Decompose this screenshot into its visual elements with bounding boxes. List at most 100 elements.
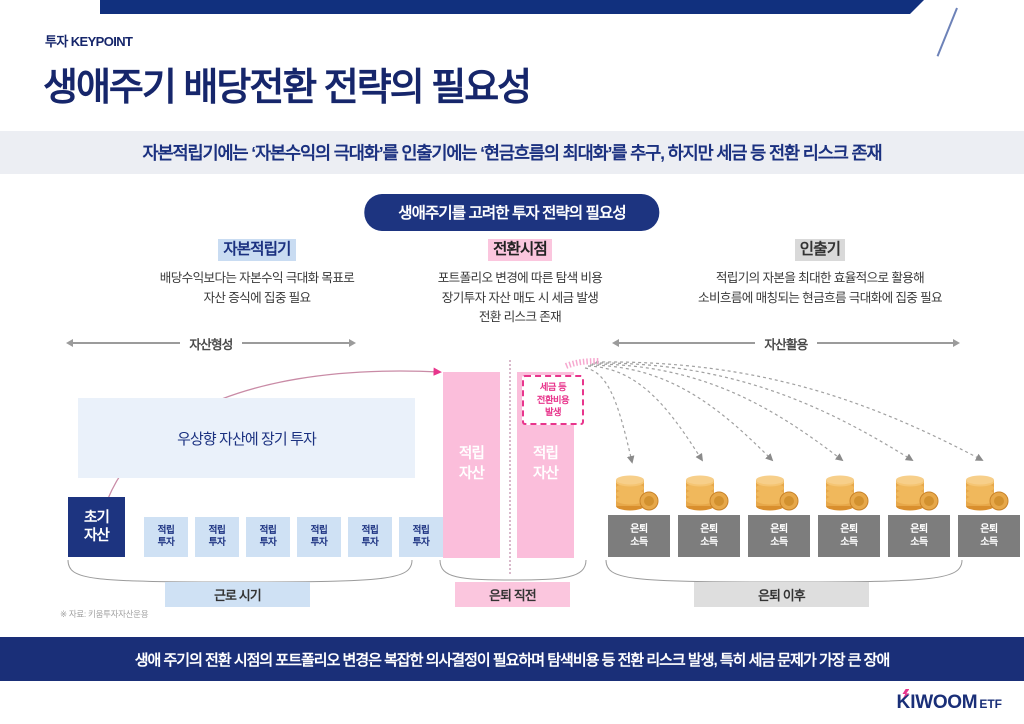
- retirement-income-label-1: 은퇴: [910, 524, 928, 535]
- retirement-income-box: 은퇴 소득: [748, 515, 810, 557]
- range-asset-formation: 자산형성: [66, 336, 357, 352]
- coin-stack-icon: [958, 466, 1020, 512]
- arrow-left-icon: [612, 339, 619, 347]
- retirement-income-label-1: 은퇴: [770, 524, 788, 535]
- arrow-right-icon: [349, 339, 357, 347]
- column-switch-point: 전환시점 포트폴리오 변경에 따른 탐색 비용 장기투자 자산 매도 시 세금 …: [400, 239, 640, 328]
- arrow-left-icon: [66, 339, 73, 347]
- column-drawdown-title: 인출기: [794, 239, 846, 262]
- contribution-label-2: 투자: [157, 537, 175, 548]
- subtitle-text: 자본적립기에는 ‘자본수익의 극대화’를 인출기에는 ‘현금흐름의 최대화’를 …: [142, 143, 883, 163]
- phase-label-pre-retirement: 은퇴 직전: [455, 582, 570, 607]
- column-drawdown-line-2: 소비흐름에 매칭되는 현금흐름 극대화에 집중 필요: [698, 290, 943, 305]
- accumulated-asset-label-1: 적립: [533, 446, 559, 463]
- range-line: [816, 342, 954, 344]
- contribution-label-2: 투자: [412, 537, 430, 548]
- initial-asset-box: 초기 자산: [68, 497, 125, 557]
- phase-label-working: 근로 시기: [165, 582, 310, 607]
- column-drawdown-line-1: 적립기의 자본을 최대한 효율적으로 활용해: [715, 271, 925, 286]
- top-accent-bar: [100, 0, 924, 14]
- range-line: [619, 342, 756, 344]
- logo-wordmark: IWOOM: [910, 692, 978, 713]
- footer-message: 생애 주기의 전환 시점의 포트폴리오 변경은 복잡한 의사결정이 필요하며 탐…: [134, 651, 891, 669]
- coin-stack-icon: [678, 466, 740, 512]
- column-switch-point-title: 전환시점: [488, 239, 552, 262]
- tax-callout-line-2: 전환비용: [536, 394, 570, 405]
- contribution-label-2: 투자: [259, 537, 277, 548]
- contribution-label-1: 적립: [361, 524, 379, 536]
- source-footnote: ※ 자료: 키움투자자산운용: [60, 609, 149, 619]
- coin-stack-icon: [818, 466, 880, 512]
- retirement-income-label-2: 소득: [770, 537, 788, 548]
- retirement-income-label-2: 소득: [630, 537, 648, 548]
- retirement-income-label-2: 소득: [980, 537, 998, 548]
- column-switch-point-line-3: 전환 리스크 존재: [478, 310, 562, 325]
- top-diagonal-line-icon: [936, 7, 958, 57]
- coin-stack-icon: [748, 466, 810, 512]
- column-drawdown-body: 적립기의 자본을 최대한 효율적으로 활용해 소비흐름에 매칭되는 현금흐름 극…: [620, 269, 1020, 308]
- retirement-income-label-2: 소득: [700, 537, 718, 548]
- contribution-label-2: 투자: [310, 537, 328, 548]
- range-line: [241, 342, 350, 344]
- coin-stack-icon: [888, 466, 950, 512]
- arrow-right-icon: [953, 339, 961, 347]
- long-term-investment-panel: 우상향 자산에 장기 투자: [78, 398, 415, 478]
- contribution-label-1: 적립: [157, 524, 175, 536]
- range-asset-formation-label: 자산형성: [189, 337, 233, 352]
- payout-curve-6-icon: [595, 361, 984, 461]
- transition-divider: [509, 360, 511, 574]
- payout-curve-5-icon: [593, 362, 914, 461]
- retirement-income-box: 은퇴 소득: [888, 515, 950, 557]
- column-accumulation: 자본적립기 배당수익보다는 자본수익 극대화 목표로 자산 증식에 집중 필요: [92, 239, 422, 308]
- contribution-box: 적립 투자: [399, 517, 443, 557]
- bracket-pre-retirement-icon: [439, 559, 587, 581]
- tax-callout-line-1: 세금 등: [539, 382, 567, 393]
- retirement-income-label-1: 은퇴: [840, 524, 858, 535]
- payout-curve-1-icon: [584, 367, 635, 464]
- logo-letter-k: K: [896, 692, 911, 713]
- retirement-income-label-2: 소득: [910, 537, 928, 548]
- tax-cost-callout: 세금 등 전환비용 발생: [522, 375, 584, 425]
- payout-curve-3-icon: [589, 364, 774, 462]
- range-asset-utilization-label: 자산활용: [764, 337, 808, 352]
- column-accumulation-body: 배당수익보다는 자본수익 극대화 목표로 자산 증식에 집중 필요: [92, 269, 422, 308]
- column-accumulation-line-1: 배당수익보다는 자본수익 극대화 목표로: [159, 271, 355, 286]
- contribution-label-2: 투자: [361, 537, 379, 548]
- accumulated-asset-label-2: 자산: [533, 466, 559, 482]
- retirement-income-box: 은퇴 소득: [818, 515, 880, 557]
- bracket-post-retirement-icon: [605, 559, 963, 583]
- column-switch-point-body: 포트폴리오 변경에 따른 탐색 비용 장기투자 자산 매도 시 세금 발생 전환…: [400, 269, 640, 328]
- logo-suffix: ETF: [979, 697, 1002, 711]
- column-switch-point-line-2: 장기투자 자산 매도 시 세금 발생: [441, 290, 599, 305]
- page-title: 생애주기 배당전환 전략의 필요성: [43, 67, 532, 109]
- phase-label-post-retirement: 은퇴 이후: [694, 582, 869, 607]
- contribution-boxes: 적립 투자 적립 투자 적립 투자 적립 투자 적립 투자 적립 투자: [144, 517, 443, 557]
- contribution-box: 적립 투자: [195, 517, 239, 557]
- range-asset-utilization: 자산활용: [612, 336, 961, 352]
- bracket-working-icon: [67, 559, 413, 583]
- subtitle-band: 자본적립기에는 ‘자본수익의 극대화’를 인출기에는 ‘현금흐름의 최대화’를 …: [0, 131, 1024, 174]
- accumulated-asset-bar-left: 적립 자산: [443, 372, 500, 558]
- payout-curve-4-icon: [591, 363, 844, 462]
- retirement-income-box: 은퇴 소득: [678, 515, 740, 557]
- column-accumulation-title: 자본적립기: [218, 239, 296, 262]
- retirement-income-label-1: 은퇴: [630, 524, 648, 535]
- contribution-label-1: 적립: [259, 524, 277, 536]
- column-drawdown: 인출기 적립기의 자본을 최대한 효율적으로 활용해 소비흐름에 매칭되는 현금…: [620, 239, 1020, 308]
- contribution-box: 적립 투자: [144, 517, 188, 557]
- contribution-box: 적립 투자: [246, 517, 290, 557]
- section-badge: 생애주기를 고려한 투자 전략의 필요성: [364, 194, 660, 231]
- retirement-income-label-1: 은퇴: [980, 524, 998, 535]
- kiwoom-etf-logo: K IWOOM ETF: [896, 689, 1002, 714]
- column-switch-point-line-1: 포트폴리오 변경에 따른 탐색 비용: [437, 271, 603, 286]
- retirement-income-label-1: 은퇴: [700, 524, 718, 535]
- payout-curve-2-icon: [587, 365, 703, 462]
- accumulated-asset-label-2: 자산: [459, 466, 485, 482]
- column-accumulation-line-2: 자산 증식에 집중 필요: [203, 290, 312, 305]
- coin-stacks: [608, 466, 1020, 512]
- contribution-box: 적립 투자: [297, 517, 341, 557]
- retirement-income-box: 은퇴 소득: [958, 515, 1020, 557]
- initial-asset-label-1: 초기: [84, 509, 110, 526]
- accumulated-asset-label-1: 적립: [459, 446, 485, 463]
